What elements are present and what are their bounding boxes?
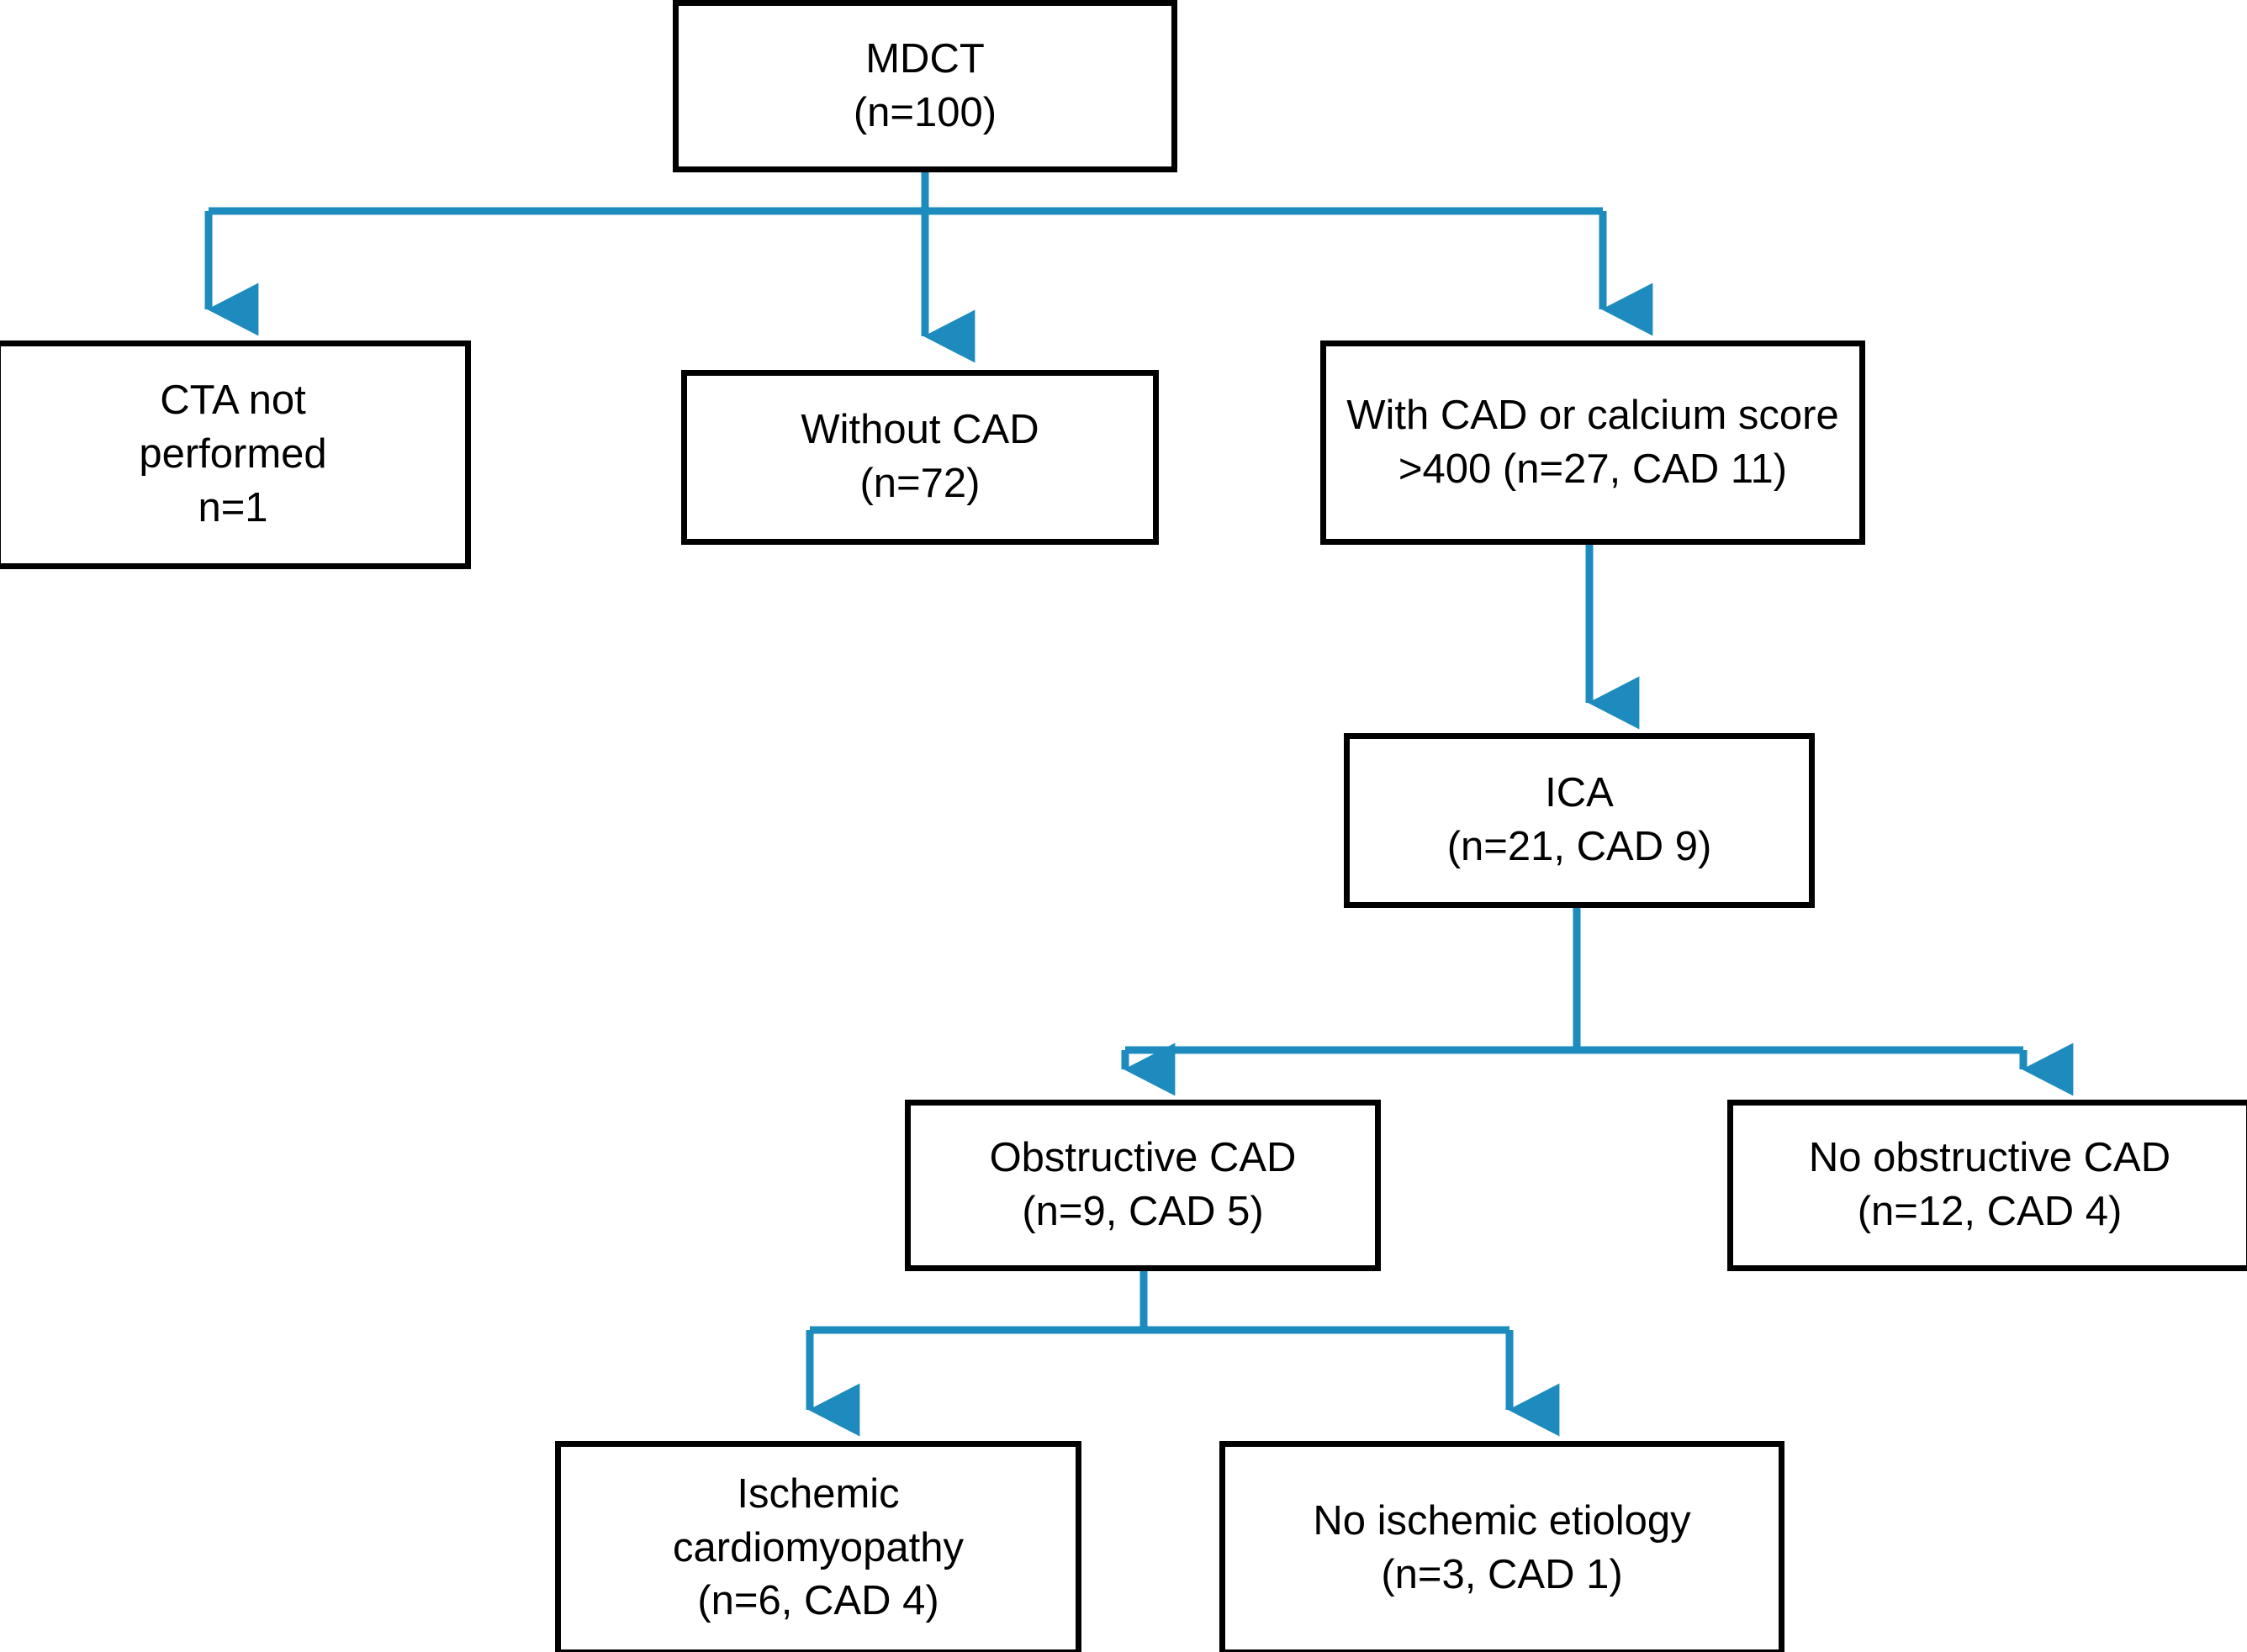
node-obstructive-cad-line-1: (n=9, CAD 5): [1022, 1189, 1264, 1234]
node-no-ischemic-etiology-line-0: No ischemic etiology: [1313, 1497, 1691, 1544]
node-mdct-line-1: (n=100): [853, 89, 997, 135]
node-ischemic-cardiomyopathy-line-2: (n=6, CAD 4): [697, 1578, 939, 1624]
node-obstructive-cad-line-0: Obstructive CAD: [989, 1135, 1297, 1181]
node-without-cad-line-1: (n=72): [859, 461, 981, 506]
node-ica[interactable]: ICA (n=21, CAD 9): [1344, 733, 1815, 908]
node-mdct[interactable]: MDCT (n=100): [673, 0, 1177, 172]
node-ischemic-cardiomyopathy[interactable]: Ischemic cardiomyopathy (n=6, CAD 4): [555, 1441, 1081, 1652]
node-ica-line-0: ICA: [1545, 770, 1614, 816]
node-cta-not-performed[interactable]: CTA not performed n=1: [0, 340, 471, 569]
node-ica-line-1: (n=21, CAD 9): [1446, 824, 1712, 869]
node-obstructive-cad[interactable]: Obstructive CAD (n=9, CAD 5): [905, 1100, 1381, 1271]
node-cta-not-performed-line-0: CTA not: [160, 377, 306, 424]
node-cta-not-performed-line-1: performed: [139, 431, 327, 478]
node-with-cad-line-1: >400 (n=27, CAD 11): [1398, 446, 1788, 492]
node-with-cad-or-calcium-score[interactable]: With CAD or calcium score >400 (n=27, CA…: [1320, 340, 1865, 545]
node-with-cad-line-0: With CAD or calcium score: [1346, 392, 1839, 438]
node-no-obstructive-cad-line-0: No obstructive CAD: [1808, 1135, 2171, 1181]
node-ischemic-cardiomyopathy-line-1: cardiomyopathy: [673, 1524, 964, 1570]
node-mdct-line-0: MDCT: [865, 35, 985, 82]
node-cta-not-performed-line-2: n=1: [198, 484, 268, 530]
node-without-cad-line-0: Without CAD: [801, 407, 1039, 453]
node-without-cad[interactable]: Without CAD (n=72): [681, 370, 1159, 545]
node-no-obstructive-cad[interactable]: No obstructive CAD (n=12, CAD 4): [1727, 1100, 2247, 1271]
node-no-ischemic-etiology-line-1: (n=3, CAD 1): [1381, 1551, 1623, 1597]
node-ischemic-cardiomyopathy-line-0: Ischemic: [737, 1470, 900, 1517]
node-no-obstructive-cad-line-1: (n=12, CAD 4): [1857, 1189, 2123, 1234]
node-no-ischemic-etiology[interactable]: No ischemic etiology (n=3, CAD 1): [1219, 1441, 1784, 1652]
